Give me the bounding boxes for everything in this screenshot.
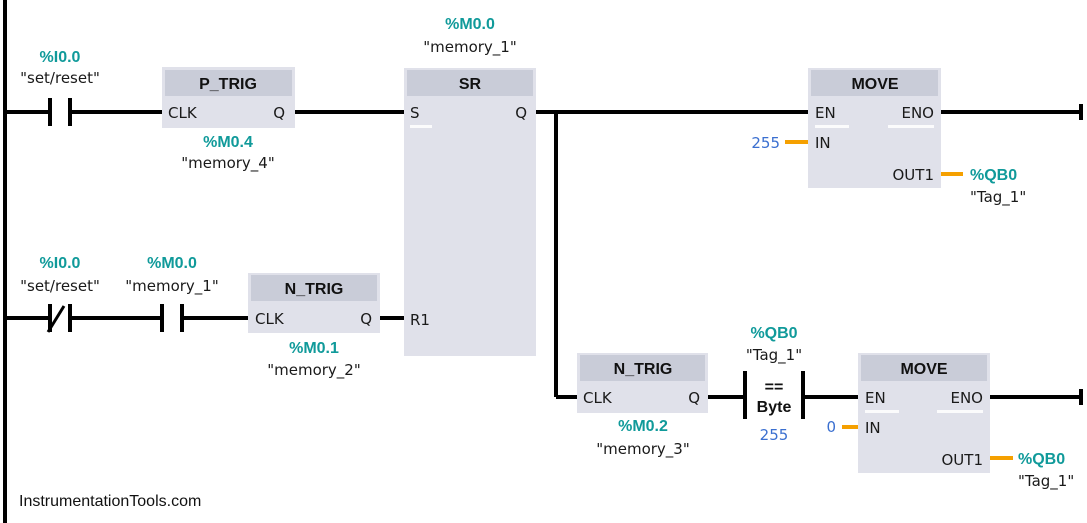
move-in-value: 255 (751, 134, 780, 152)
n-trig-block-1[interactable]: N_TRIG CLK Q (248, 273, 380, 333)
pin-q: Q (273, 104, 285, 122)
compare-operand1-address: %QB0 (750, 325, 797, 342)
watermark: InstrumentationTools.com (19, 493, 201, 510)
pin-q: Q (688, 389, 700, 407)
pin-clk: CLK (583, 389, 613, 407)
compare-type: Byte (757, 399, 792, 416)
n-trig-tag: "memory_2" (267, 361, 361, 380)
pin-en: EN (865, 389, 886, 407)
pin-s: S (410, 104, 420, 122)
move-out-address: %QB0 (970, 167, 1017, 184)
block-title: MOVE (900, 361, 947, 378)
pin-clk: CLK (255, 310, 285, 328)
pin-in: IN (815, 134, 831, 152)
sr-tag: "memory_1" (423, 38, 517, 57)
move-in-value: 0 (826, 418, 836, 436)
p-trig-address: %M0.4 (203, 134, 253, 151)
pin-eno: ENO (901, 104, 934, 122)
compare-operand1-tag: "Tag_1" (746, 346, 802, 365)
contact-nc-set-reset[interactable] (46, 304, 72, 333)
pin-clk: CLK (168, 104, 198, 122)
block-title: N_TRIG (285, 281, 344, 298)
pin-r1: R1 (410, 311, 430, 329)
move-out-tag: "Tag_1" (1018, 472, 1074, 491)
contact-tag: "set/reset" (20, 277, 100, 295)
pin-q: Q (515, 104, 527, 122)
contact-tag: "memory_1" (125, 277, 219, 296)
p-trig-tag: "memory_4" (181, 154, 275, 173)
block-title: MOVE (851, 76, 898, 93)
sr-address: %M0.0 (445, 16, 495, 33)
n-trig-block-2[interactable]: N_TRIG CLK Q (577, 353, 708, 413)
pin-out1: OUT1 (942, 451, 984, 469)
p-trig-block[interactable]: P_TRIG CLK Q (162, 67, 295, 128)
move-block-2[interactable]: MOVE EN ENO IN OUT1 (858, 353, 990, 473)
contact-no-memory-1[interactable] (160, 304, 184, 332)
pin-q: Q (360, 310, 372, 328)
compare-operator: == (765, 379, 784, 396)
pin-in: IN (865, 419, 881, 437)
contact-tag: "set/reset" (20, 69, 100, 87)
n-trig-tag: "memory_3" (596, 440, 690, 459)
move-block-1[interactable]: MOVE EN ENO IN OUT1 (808, 68, 941, 188)
compare-contact[interactable]: == Byte (743, 371, 805, 419)
contact-no-set-reset[interactable] (48, 98, 72, 126)
contact-address: %I0.0 (40, 255, 81, 272)
block-title: SR (459, 76, 482, 93)
block-title: N_TRIG (614, 361, 673, 378)
sr-block[interactable]: SR S Q R1 (404, 68, 536, 356)
move-out-address: %QB0 (1018, 451, 1065, 468)
pin-eno: ENO (950, 389, 983, 407)
contact-address: %M0.0 (147, 255, 197, 272)
block-title: P_TRIG (199, 76, 257, 93)
compare-operand2: 255 (760, 426, 789, 444)
move-out-tag: "Tag_1" (970, 188, 1026, 207)
pin-out1: OUT1 (893, 166, 935, 184)
n-trig-address: %M0.1 (289, 340, 339, 357)
n-trig-address: %M0.2 (618, 418, 668, 435)
pin-en: EN (815, 104, 836, 122)
contact-address: %I0.0 (40, 49, 81, 66)
